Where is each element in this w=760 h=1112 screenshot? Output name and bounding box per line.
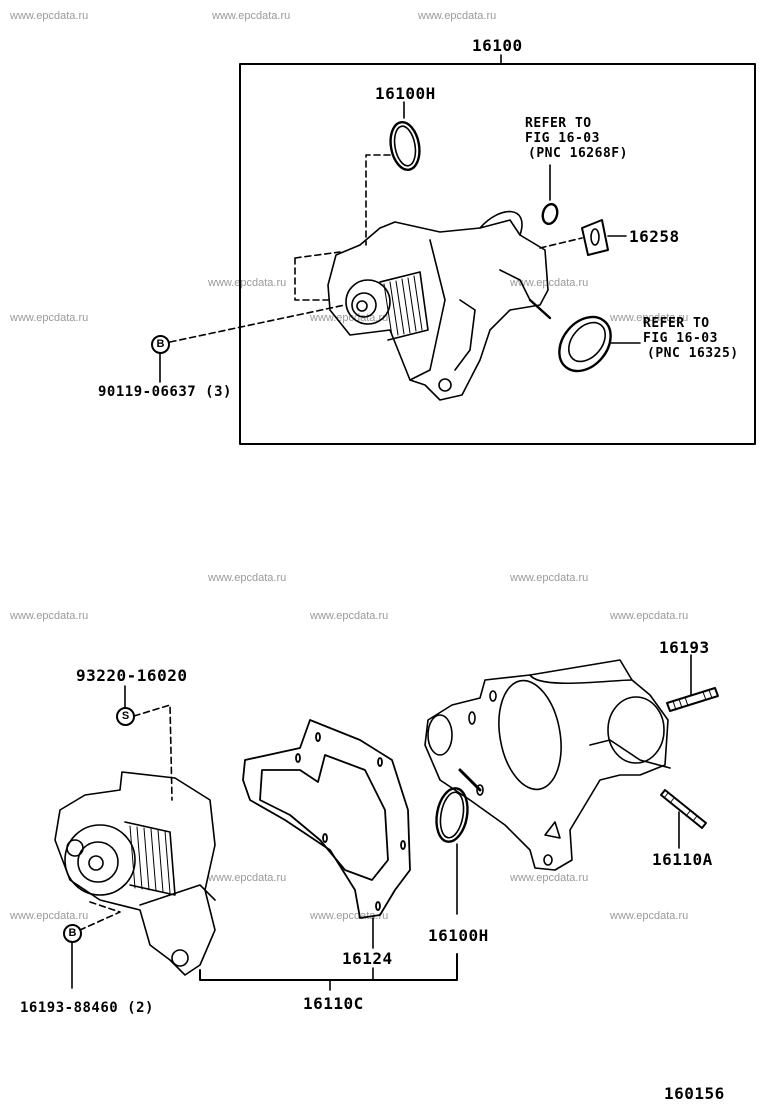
water-inlet-housing: [424, 659, 671, 871]
bolt-symbol-b-upper: B: [151, 335, 170, 354]
watermark: www.epcdata.ru: [10, 10, 89, 22]
watermark: www.epcdata.ru: [208, 277, 287, 289]
watermark: www.epcdata.ru: [510, 572, 589, 584]
assembly-frame-16100: [239, 63, 756, 445]
label-16110c[interactable]: 16110C: [303, 994, 364, 1013]
figure-number: 160156: [664, 1084, 725, 1103]
watermark: www.epcdata.ru: [510, 277, 589, 289]
watermark: www.epcdata.ru: [208, 872, 287, 884]
stud-16193: [666, 687, 719, 712]
watermark: www.epcdata.ru: [610, 910, 689, 922]
label-16100h-lower[interactable]: 16100H: [428, 926, 489, 945]
label-16193-88460[interactable]: 16193-88460 (2): [20, 1000, 154, 1016]
watermark: www.epcdata.ru: [610, 610, 689, 622]
label-16193[interactable]: 16193: [659, 638, 710, 657]
seal-symbol-s: S: [116, 707, 135, 726]
watermark: www.epcdata.ru: [310, 312, 389, 324]
oring-16100h-lower: [435, 787, 469, 843]
watermark: www.epcdata.ru: [10, 910, 89, 922]
label-16124[interactable]: 16124: [342, 949, 393, 968]
oring-16100h-upper: [389, 121, 421, 171]
bolt-symbol-b-lower: B: [63, 924, 82, 943]
refer-16268f-line2[interactable]: FIG 16-03: [525, 131, 600, 146]
gasket-16258: [581, 219, 609, 256]
leader-bolt-upper: [169, 304, 346, 343]
watermark: www.epcdata.ru: [310, 610, 389, 622]
watermark: www.epcdata.ru: [212, 10, 291, 22]
refer-16325-line1: REFER TO: [643, 316, 710, 331]
refer-16268f-line1: REFER TO: [525, 116, 592, 131]
stud-16110a: [660, 789, 707, 829]
label-16100h-upper[interactable]: 16100H: [375, 84, 436, 103]
ring-16268f: [541, 202, 559, 226]
gasket-16124: [242, 719, 411, 919]
watermark: www.epcdata.ru: [10, 312, 89, 324]
water-pump-upper: [327, 210, 552, 401]
label-16258[interactable]: 16258: [629, 227, 680, 246]
label-16110a[interactable]: 16110A: [652, 850, 713, 869]
watermark: www.epcdata.ru: [10, 610, 89, 622]
watermark: www.epcdata.ru: [418, 10, 497, 22]
watermark: www.epcdata.ru: [310, 910, 389, 922]
label-93220-16020[interactable]: 93220-16020: [76, 666, 188, 685]
oil-seal-16325: [558, 315, 612, 373]
label-90119-06637[interactable]: 90119-06637 (3): [98, 384, 232, 400]
watermark: www.epcdata.ru: [610, 312, 689, 324]
watermark: www.epcdata.ru: [510, 872, 589, 884]
refer-16325-line2[interactable]: FIG 16-03: [643, 331, 718, 346]
refer-16268f-line3: (PNC 16268F): [528, 146, 628, 161]
water-pump-lower: [54, 771, 216, 976]
bracket-16110c: [199, 953, 458, 981]
watermark: www.epcdata.ru: [208, 572, 287, 584]
label-16100[interactable]: 16100: [472, 36, 523, 55]
refer-16325-line3: (PNC 16325): [647, 346, 739, 361]
